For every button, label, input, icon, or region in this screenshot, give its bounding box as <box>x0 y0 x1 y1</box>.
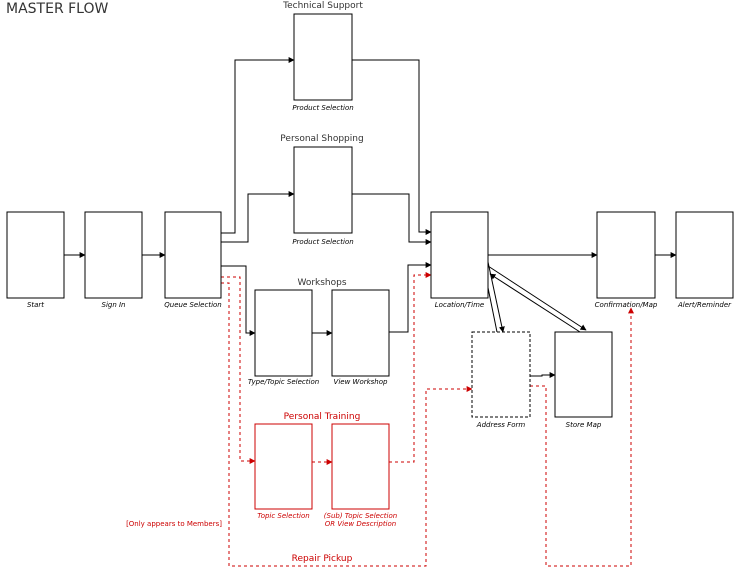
screen-location-time[interactable]: Location/Time <box>430 211 489 309</box>
screen-sign-in[interactable]: Sign In <box>84 211 143 309</box>
screen-topic-selection[interactable]: Topic Selection <box>254 423 313 520</box>
arrow-queue-workshops <box>221 265 256 336</box>
arrow-queue-tech <box>221 57 295 234</box>
screen-start-box[interactable] <box>6 211 65 299</box>
screen-store-map-label: Store Map <box>566 421 602 429</box>
arrow-queue-shopping <box>221 191 295 243</box>
screen-confirmation-map[interactable]: Confirmation/Map <box>595 211 658 309</box>
arrow-tech-location <box>352 59 432 235</box>
screen-product-selection-shopping-label: Product Selection <box>292 238 353 246</box>
arrow-address-storemap <box>530 372 556 378</box>
screen-product-selection-shopping-box[interactable] <box>293 146 353 234</box>
group-technical-support: Technical Support <box>282 1 363 11</box>
screen-type-topic-selection-label: Type/Topic Selection <box>248 378 319 386</box>
screen-alert-reminder-box[interactable] <box>675 211 734 299</box>
screen-queue-selection[interactable]: Queue Selection <box>164 211 222 309</box>
screen-view-workshop-label: View Workshop <box>334 378 388 386</box>
screen-address-form[interactable]: Address Form <box>471 331 531 429</box>
screen-store-map[interactable]: Store Map <box>554 331 613 429</box>
screen-start[interactable]: Start <box>6 211 65 309</box>
screen-topic-selection-label: Topic Selection <box>257 512 309 520</box>
screen-type-topic-selection-box[interactable] <box>254 289 313 377</box>
diagram-title: MASTER FLOW <box>6 1 108 17</box>
arrow-queue-topic <box>221 276 256 464</box>
arrow-workshop-location <box>389 262 432 333</box>
screen-product-selection-tech[interactable]: Product Selection <box>292 13 354 112</box>
screen-location-time-label: Location/Time <box>435 301 484 309</box>
screen-address-form-label: Address Form <box>476 421 526 429</box>
group-personal-training: Personal Training <box>284 412 361 422</box>
screen-topic-selection-box[interactable] <box>254 423 313 510</box>
screen-subtopic-selection[interactable]: (Sub) Topic Selection OR View Descriptio… <box>324 423 397 528</box>
arrow-subtopic-location <box>389 272 432 463</box>
arrow-shopping-location <box>352 193 432 245</box>
screen-queue-selection-box[interactable] <box>164 211 222 299</box>
members-only-note: [Only appears to Members] <box>126 520 222 528</box>
arrow-address-confirmation <box>530 307 634 567</box>
group-repair-pickup: Repair Pickup <box>292 554 353 564</box>
screen-store-map-box[interactable] <box>554 331 613 418</box>
screen-sign-in-box[interactable] <box>84 211 143 299</box>
screen-confirmation-map-box[interactable] <box>596 211 656 299</box>
arrow-queue-repair-address <box>221 282 473 567</box>
screen-product-selection-tech-box[interactable] <box>293 13 353 101</box>
screen-product-selection-shopping[interactable]: Product Selection <box>292 146 354 246</box>
screen-subtopic-label-line2: OR View Description <box>325 520 396 528</box>
screen-type-topic-selection[interactable]: Type/Topic Selection <box>248 289 319 386</box>
member-connectors <box>221 272 634 567</box>
screen-alert-reminder-label: Alert/Reminder <box>677 301 732 309</box>
arrow-location-address <box>487 261 505 333</box>
screen-sign-in-label: Sign In <box>102 301 126 309</box>
screen-view-workshop[interactable]: View Workshop <box>331 289 390 386</box>
screen-subtopic-selection-box[interactable] <box>331 423 390 510</box>
arrow-location-storemap <box>487 265 587 331</box>
screen-product-selection-tech-label: Product Selection <box>292 104 353 112</box>
screen-subtopic-label-line1: (Sub) Topic Selection <box>324 512 397 520</box>
screen-start-label: Start <box>27 301 44 309</box>
arrow-storemap-location <box>489 273 581 333</box>
screen-confirmation-map-label: Confirmation/Map <box>595 301 658 309</box>
group-workshops: Workshops <box>297 278 346 288</box>
screen-queue-selection-label: Queue Selection <box>164 301 221 309</box>
screen-location-time-box[interactable] <box>430 211 489 299</box>
screen-alert-reminder[interactable]: Alert/Reminder <box>675 211 734 309</box>
screen-view-workshop-box[interactable] <box>331 289 390 377</box>
screen-address-form-box[interactable] <box>471 331 531 418</box>
group-personal-shopping: Personal Shopping <box>280 134 363 144</box>
